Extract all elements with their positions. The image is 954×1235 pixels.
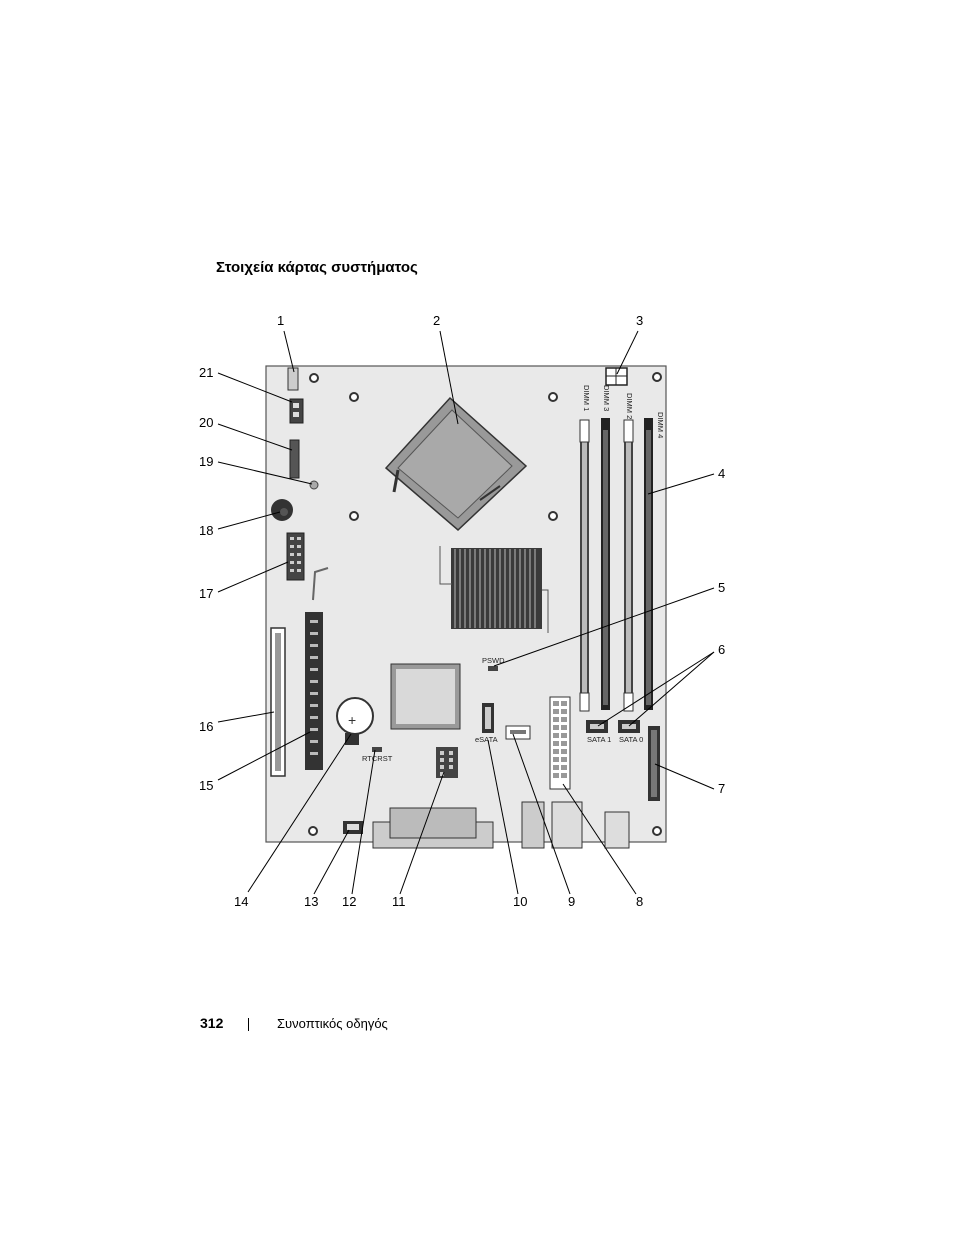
password-jumper xyxy=(488,666,498,671)
callout-3: 3 xyxy=(636,313,643,328)
callout-4: 4 xyxy=(718,466,725,481)
callout-8: 8 xyxy=(636,894,643,909)
callout-9: 9 xyxy=(568,894,575,909)
processor-socket xyxy=(384,396,528,532)
callout-12: 12 xyxy=(342,894,356,909)
callout-20: 20 xyxy=(199,415,213,430)
serial-connector xyxy=(286,532,305,581)
mounting-holes xyxy=(308,372,662,836)
callout-10: 10 xyxy=(513,894,527,909)
esata-label: eSATA xyxy=(475,735,498,744)
callout-11: 11 xyxy=(392,894,406,909)
dimm1-label: DIMM 1 xyxy=(582,385,591,411)
standby-led xyxy=(309,480,319,490)
footer-separator xyxy=(248,1018,249,1031)
pswd-label: PSWD xyxy=(482,656,505,665)
callout-16: 16 xyxy=(199,719,213,734)
callout-21: 21 xyxy=(199,365,213,380)
callout-15: 15 xyxy=(199,778,213,793)
rtcrst-label: RTCRST xyxy=(362,754,393,763)
callout-5: 5 xyxy=(718,580,725,595)
pci-express-slot xyxy=(305,612,323,770)
callout-19: 19 xyxy=(199,454,213,469)
chipset-heatsink xyxy=(439,546,549,633)
page-number: 312 xyxy=(200,1015,224,1031)
sata0-label: SATA 0 xyxy=(619,735,643,744)
fan-connector xyxy=(289,398,304,424)
callout-18: 18 xyxy=(199,523,213,538)
guide-name: Συνοπτικός οδηγός xyxy=(277,1016,388,1031)
svg-text:+: + xyxy=(348,712,356,728)
callout-6: 6 xyxy=(718,642,725,657)
callout-1: 1 xyxy=(277,313,284,328)
dimm4-label: DIMM 4 xyxy=(656,412,665,438)
intrusion-connector xyxy=(289,439,300,479)
callout-numbers: 1 2 3 4 5 6 7 8 9 10 11 12 13 14 15 16 1… xyxy=(199,313,725,909)
leader-lines xyxy=(217,330,715,895)
callout-13: 13 xyxy=(304,894,318,909)
callout-7: 7 xyxy=(718,781,725,796)
dimm2-label: DIMM 2 xyxy=(625,393,634,419)
dimm3-label: DIMM 3 xyxy=(602,385,611,411)
dimm-slots xyxy=(579,418,653,712)
rtcrst-jumper xyxy=(372,747,382,752)
callout-2: 2 xyxy=(433,313,440,328)
back-panel-connectors xyxy=(372,801,630,849)
sata1-label: SATA 1 xyxy=(587,735,611,744)
internal-usb-header xyxy=(436,747,458,778)
callout-14: 14 xyxy=(234,894,248,909)
callout-17: 17 xyxy=(199,586,213,601)
page-title: Στοιχεία κάρτας συστήματος xyxy=(216,259,418,276)
front-panel-connector xyxy=(287,367,299,391)
